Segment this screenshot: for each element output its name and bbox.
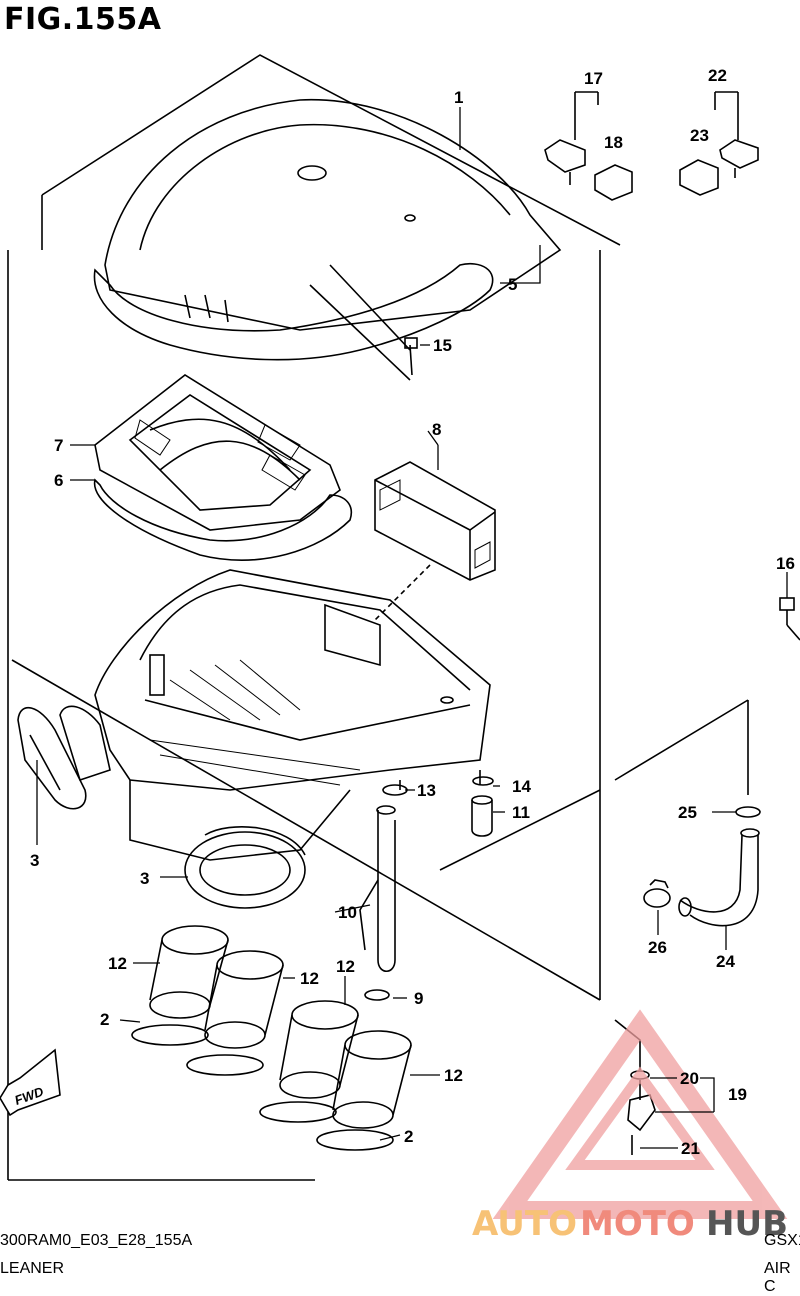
intake-joint-4 bbox=[332, 1030, 412, 1129]
callout-18: 18 bbox=[604, 133, 623, 152]
callout-3-center: 3 bbox=[140, 869, 149, 888]
callout-14: 14 bbox=[512, 777, 531, 796]
screw-15 bbox=[309, 264, 418, 381]
callout-12-b: 12 bbox=[300, 969, 319, 988]
callout-12-a: 12 bbox=[108, 954, 127, 973]
callout-6: 6 bbox=[54, 471, 63, 490]
callout-12-c: 12 bbox=[336, 957, 355, 976]
filter-holder bbox=[94, 374, 341, 531]
right-leaders bbox=[439, 699, 749, 871]
intake-duct-left bbox=[17, 705, 111, 810]
sensor-23 bbox=[679, 159, 719, 196]
callout-23: 23 bbox=[690, 126, 709, 145]
breather-hose bbox=[359, 805, 396, 973]
callout-2-upper: 2 bbox=[100, 1010, 109, 1029]
watermark-part-1: AUTO bbox=[472, 1204, 577, 1244]
callout-24: 24 bbox=[716, 952, 735, 971]
callout-2-lower: 2 bbox=[404, 1127, 413, 1146]
fwd-arrow bbox=[0, 1048, 61, 1117]
footer-section: LEANER bbox=[0, 1260, 65, 1277]
clip-25 bbox=[735, 806, 761, 818]
callout-20: 20 bbox=[680, 1069, 699, 1088]
sensor-22 bbox=[719, 139, 759, 178]
sensor-17 bbox=[544, 139, 586, 185]
clamp-13 bbox=[382, 784, 408, 796]
clamp-2-upper bbox=[131, 1024, 264, 1076]
callout-15: 15 bbox=[433, 336, 452, 355]
footer-group: AIR C bbox=[764, 1260, 791, 1295]
callout-16: 16 bbox=[776, 554, 795, 573]
clamp-26 bbox=[643, 879, 671, 908]
seal bbox=[93, 263, 494, 361]
boundary-top bbox=[41, 54, 621, 246]
intake-duct-center bbox=[184, 826, 306, 909]
intake-joint-2 bbox=[204, 950, 284, 1049]
watermark-text: AUTO MOTO HUB bbox=[472, 1204, 788, 1244]
clamp-2-lower bbox=[259, 1101, 394, 1151]
callout-19: 19 bbox=[728, 1085, 747, 1104]
callout-9: 9 bbox=[414, 989, 423, 1008]
bolt-16 bbox=[779, 597, 800, 641]
sensor-leaders-top bbox=[574, 91, 739, 140]
hose-11 bbox=[471, 795, 493, 837]
watermark-part-2: MOTO bbox=[580, 1204, 695, 1244]
filter-leader bbox=[374, 564, 431, 621]
callout-3-left: 3 bbox=[30, 851, 39, 870]
callout-10: 10 bbox=[338, 903, 357, 922]
clamp-14 bbox=[472, 776, 494, 786]
sensor-18 bbox=[594, 164, 633, 201]
air-cleaner-case bbox=[94, 569, 491, 861]
footer-code: 300RAM0_E03_E28_155A bbox=[0, 1232, 193, 1249]
footer-model: GSX1 bbox=[764, 1232, 800, 1249]
watermark-logo bbox=[492, 1009, 788, 1219]
callout-13: 13 bbox=[417, 781, 436, 800]
air-filter-element bbox=[374, 461, 496, 581]
callout-22: 22 bbox=[708, 66, 727, 85]
callout-7: 7 bbox=[54, 436, 63, 455]
callout-26: 26 bbox=[648, 938, 667, 957]
callout-21: 21 bbox=[681, 1139, 700, 1158]
figure-title: FIG.155A bbox=[4, 2, 162, 37]
watermark-part-3: HUB bbox=[706, 1204, 788, 1244]
clamp-leaders bbox=[399, 770, 481, 790]
callout-1: 1 bbox=[454, 88, 463, 107]
boundary-diagonal bbox=[11, 659, 601, 1001]
filter-gasket bbox=[93, 478, 352, 561]
callout-5: 5 bbox=[508, 275, 517, 294]
drain-hose bbox=[678, 828, 760, 927]
air-cleaner-cover bbox=[104, 99, 562, 331]
callout-17: 17 bbox=[584, 69, 603, 88]
callout-11: 11 bbox=[512, 803, 530, 822]
intake-joint-3 bbox=[279, 1000, 359, 1099]
callout-12-d: 12 bbox=[444, 1066, 463, 1085]
callout-8: 8 bbox=[432, 420, 441, 439]
callout-25: 25 bbox=[678, 803, 697, 822]
clamp-9 bbox=[364, 989, 390, 1001]
